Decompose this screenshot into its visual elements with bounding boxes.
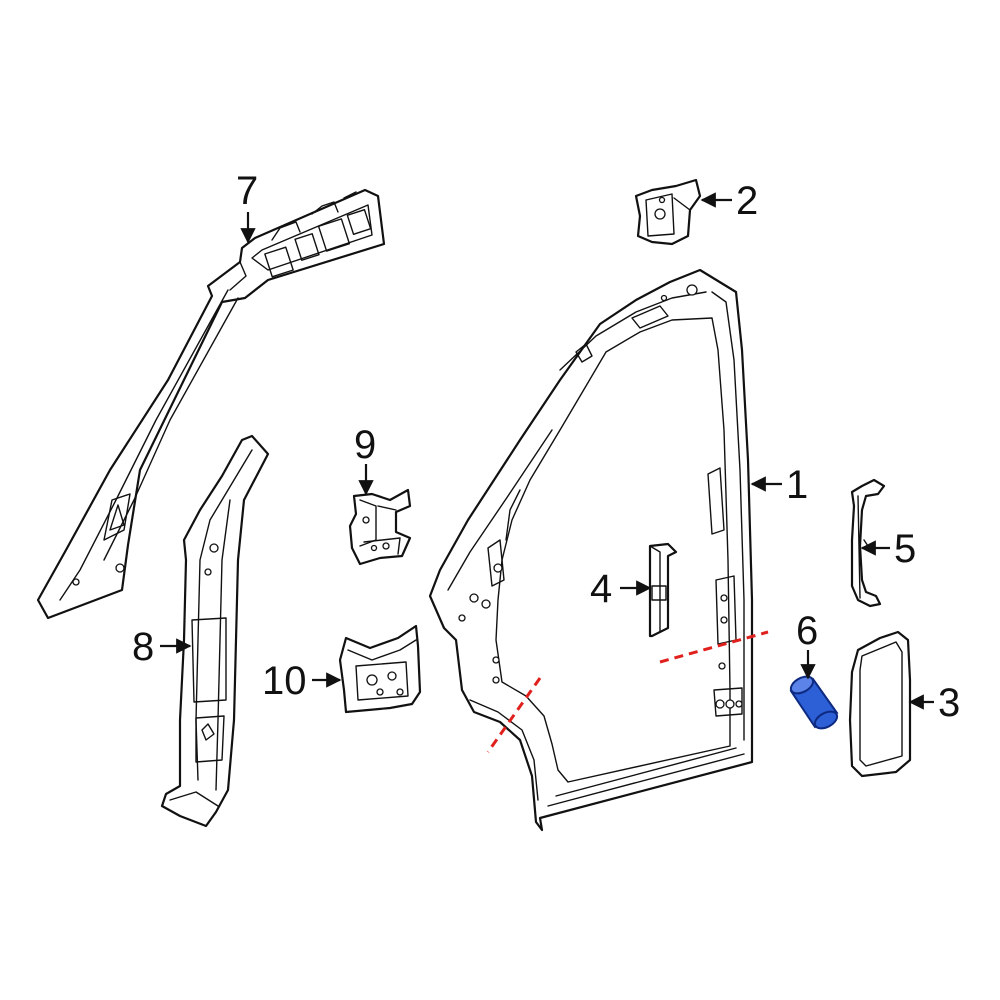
callout-2[interactable]: 2 bbox=[736, 179, 758, 223]
cut-line-upper bbox=[659, 630, 769, 664]
callout-4[interactable]: 4 bbox=[590, 567, 612, 611]
part-6-bushing[interactable] bbox=[788, 673, 840, 732]
callout-8[interactable]: 8 bbox=[132, 625, 154, 669]
part-3-trim-panel[interactable] bbox=[848, 630, 912, 778]
callout-9[interactable]: 9 bbox=[354, 423, 376, 467]
bushing-bottom bbox=[813, 710, 839, 730]
callout-3[interactable]: 3 bbox=[938, 681, 960, 725]
cut-line-lower bbox=[486, 677, 542, 753]
part-1-body-side-frame[interactable] bbox=[428, 268, 754, 832]
part-5-seal-bracket[interactable] bbox=[850, 478, 886, 608]
callout-5[interactable]: 5 bbox=[894, 527, 916, 571]
part-8-pillar-reinforcement[interactable] bbox=[160, 434, 270, 828]
callout-6[interactable]: 6 bbox=[796, 609, 818, 653]
part-10-lower-bracket[interactable] bbox=[338, 624, 422, 714]
part-2-bracket[interactable] bbox=[634, 178, 702, 246]
callout-10[interactable]: 10 bbox=[262, 659, 307, 703]
callout-1[interactable]: 1 bbox=[786, 463, 808, 507]
callout-7[interactable]: 7 bbox=[236, 169, 258, 213]
part-9-bracket[interactable] bbox=[348, 488, 412, 566]
part-7-a-pillar[interactable] bbox=[36, 188, 386, 620]
